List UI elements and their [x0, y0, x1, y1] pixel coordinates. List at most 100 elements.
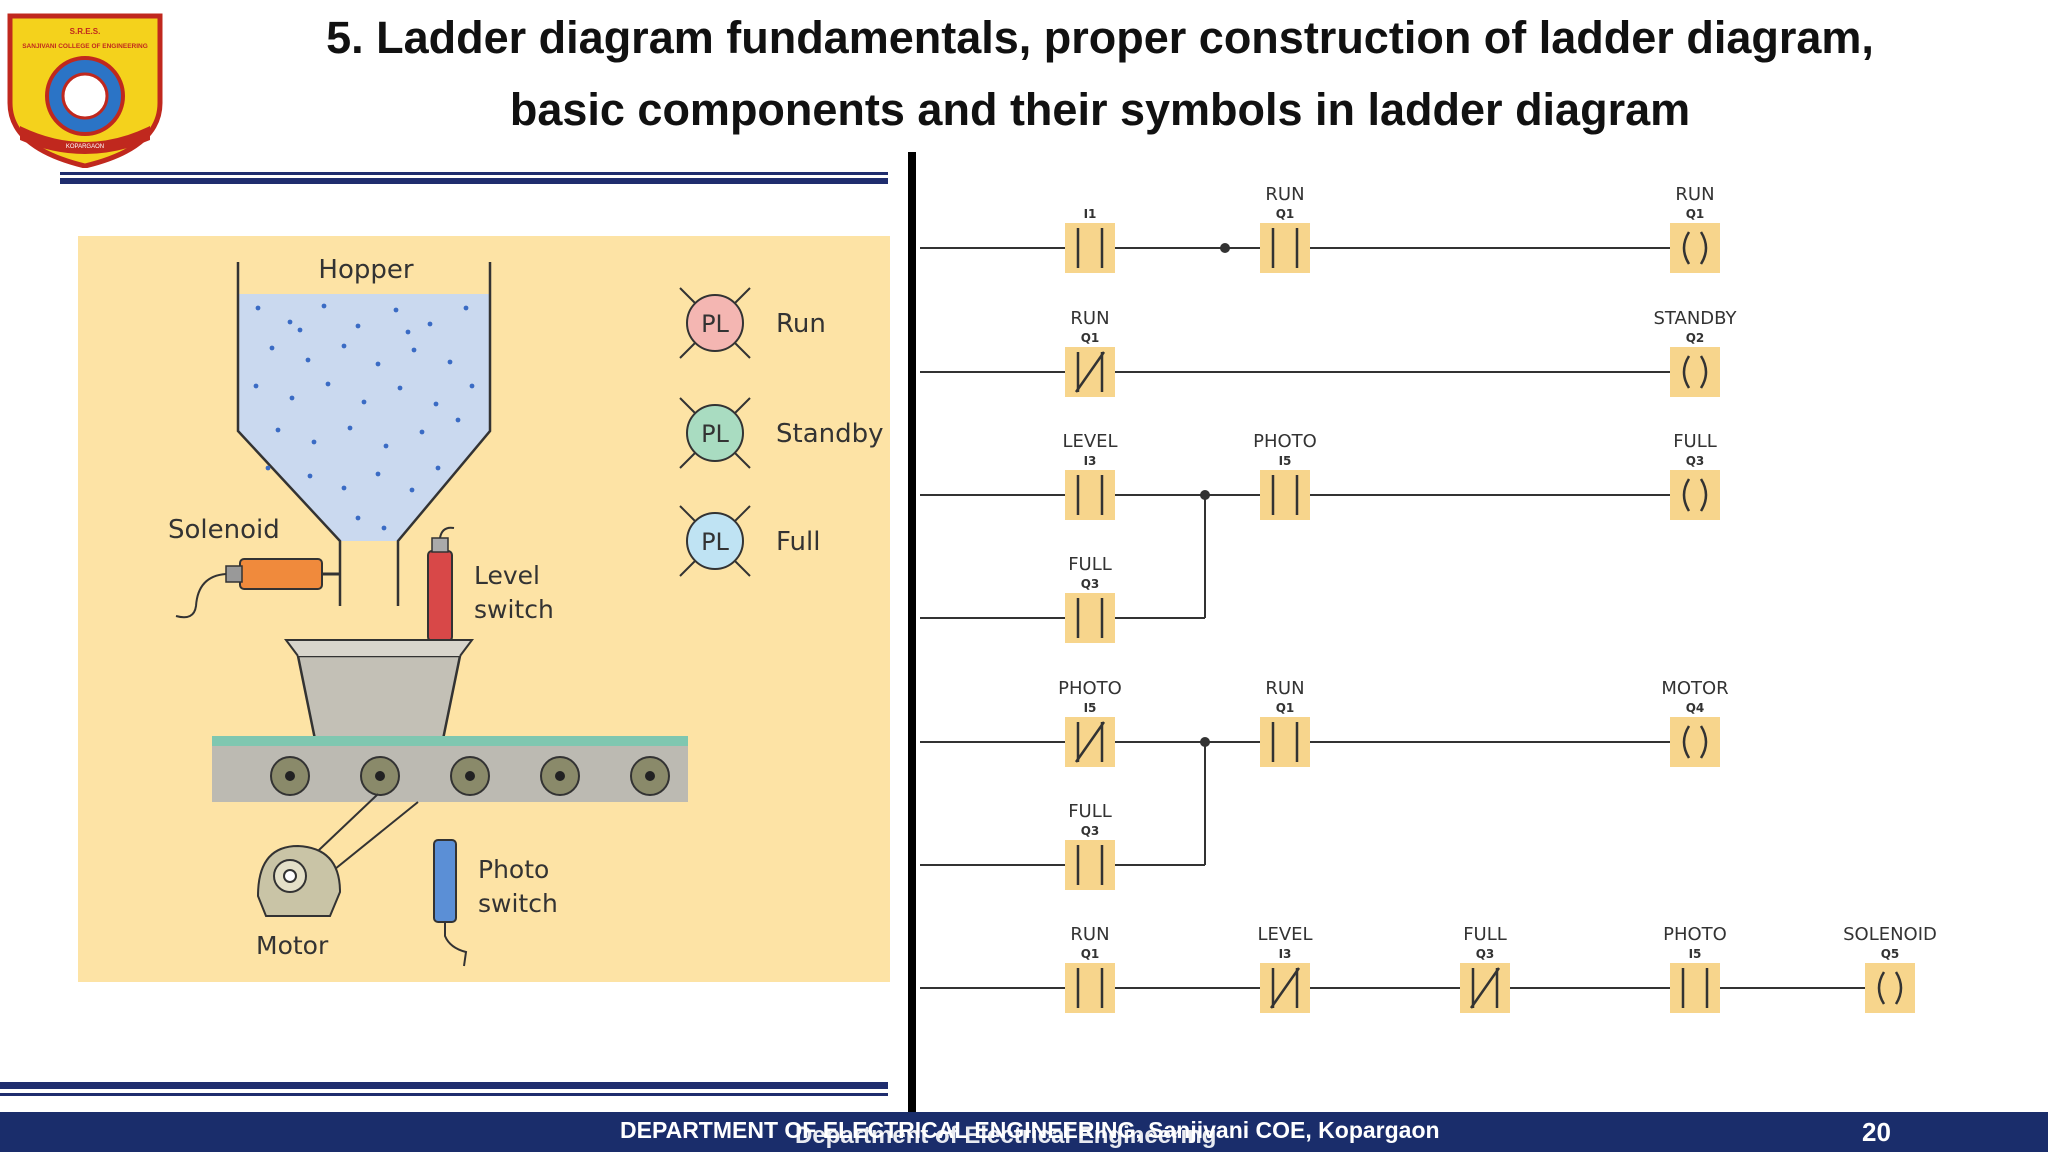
- coil-arc: [1682, 478, 1691, 512]
- junction-dot: [1220, 243, 1230, 253]
- slide-title: 5. Ladder diagram fundamentals, proper c…: [250, 2, 1950, 146]
- logo-line1: S.R.E.S.: [70, 27, 101, 36]
- contact-label: RUN: [1265, 678, 1304, 699]
- level-switch-label-2: switch: [474, 595, 554, 624]
- college-logo: S.R.E.S. SANJIVANI COLLEGE OF ENGINEERIN…: [7, 13, 163, 168]
- contact-address: I3: [1084, 454, 1097, 468]
- nc-slash: [1074, 721, 1106, 763]
- contact-bg: [1065, 470, 1115, 520]
- junction-dot: [1200, 737, 1210, 747]
- lamp-run-label: Run: [776, 309, 826, 339]
- logo-line3: KOPARGAON: [66, 144, 104, 150]
- footer-rule-thin: [0, 1093, 888, 1096]
- contact-label: RUN: [1265, 184, 1304, 205]
- contact-bg: [1260, 470, 1310, 520]
- coil-address: Q4: [1686, 701, 1705, 715]
- contact-label: LEVEL: [1062, 431, 1117, 452]
- coil-label: SOLENOID: [1843, 924, 1937, 945]
- coil-label: RUN: [1675, 184, 1714, 205]
- contact-label: FULL: [1068, 554, 1112, 575]
- contact-label: PHOTO: [1253, 431, 1317, 452]
- motor-label: Motor: [256, 931, 329, 960]
- contact-label: LEVEL: [1257, 924, 1312, 945]
- contact-address: Q3: [1081, 577, 1100, 591]
- nc-slash: [1269, 967, 1301, 1009]
- coil-address: Q1: [1686, 207, 1705, 221]
- ladder-diagram: I1RUNQ1RUNQ1RUNQ1STANDBYQ2LEVELI3PHOTOI5…: [920, 184, 1937, 1013]
- header-rule-thick: [60, 178, 888, 184]
- contact-label: RUN: [1070, 924, 1109, 945]
- coil-bg: [1865, 963, 1915, 1013]
- title-line-2: basic components and their symbols in la…: [509, 84, 1691, 135]
- coil-bg: [1670, 347, 1720, 397]
- title-line-1: 5. Ladder diagram fundamentals, proper c…: [326, 12, 1874, 63]
- coil-arc: [1682, 725, 1691, 759]
- coil-address: Q5: [1881, 947, 1900, 961]
- coil-arc: [1699, 478, 1708, 512]
- contact-bg: [1065, 223, 1115, 273]
- page-number: 20: [1862, 1117, 1891, 1147]
- nc-slash: [1074, 351, 1106, 393]
- contact-address: Q1: [1081, 331, 1100, 345]
- footer-overlay-text: Department of Electrical Engineering: [795, 1122, 1217, 1149]
- contact-address: Q1: [1276, 701, 1295, 715]
- lamp-standby-symbol: PL: [701, 420, 729, 448]
- nc-slash: [1469, 967, 1501, 1009]
- lamp-full-label: Full: [776, 527, 820, 557]
- header-rule-thin: [60, 172, 888, 175]
- contact-bg: [1260, 223, 1310, 273]
- lamp-run-symbol: PL: [701, 310, 729, 338]
- process-scene: Hopper Solenoid Level switch Motor Photo…: [78, 236, 890, 982]
- contact-address: Q1: [1081, 947, 1100, 961]
- contact-label: FULL: [1068, 801, 1112, 822]
- conveyor-rollers: [270, 756, 670, 796]
- coil-address: Q3: [1686, 454, 1705, 468]
- coil-label: STANDBY: [1653, 308, 1737, 329]
- hopper-granules: [253, 303, 475, 531]
- contact-address: Q1: [1276, 207, 1295, 221]
- coil-bg: [1670, 223, 1720, 273]
- coil-arc: [1682, 231, 1691, 265]
- contact-address: Q3: [1476, 947, 1495, 961]
- lamp-standby-label: Standby: [776, 419, 884, 449]
- coil-bg: [1670, 717, 1720, 767]
- contact-bg: [1065, 840, 1115, 890]
- contact-label: RUN: [1070, 308, 1109, 329]
- contact-address: I5: [1689, 947, 1702, 961]
- contact-label: FULL: [1463, 924, 1507, 945]
- coil-arc: [1894, 971, 1903, 1005]
- logo-line2: SANJIVANI COLLEGE OF ENGINEERING: [22, 43, 148, 50]
- lamp-run: PL Run: [679, 287, 826, 359]
- hopper-label: Hopper: [318, 255, 413, 285]
- footer-department: DEPARTMENT OF ELECTRICAL ENGINEERING, Sa…: [620, 1117, 1440, 1143]
- coil-arc: [1699, 725, 1708, 759]
- lamp-full: PL Full: [679, 505, 820, 577]
- lamp-standby: PL Standby: [679, 397, 884, 469]
- footer-rule-thick: [0, 1082, 888, 1089]
- coil-arc: [1699, 231, 1708, 265]
- junction-dot: [1200, 490, 1210, 500]
- footer-bar: [0, 1112, 2048, 1152]
- contact-address: I3: [1279, 947, 1292, 961]
- solenoid-label: Solenoid: [168, 515, 280, 545]
- coil-arc: [1682, 355, 1691, 389]
- contact-bg: [1670, 963, 1720, 1013]
- contact-address: I1: [1084, 207, 1097, 221]
- contact-address: I5: [1279, 454, 1292, 468]
- coil-arc: [1699, 355, 1708, 389]
- contact-address: Q3: [1081, 824, 1100, 838]
- lamp-full-symbol: PL: [701, 528, 729, 556]
- photo-switch-label-1: Photo: [478, 855, 549, 884]
- photo-switch-label-2: switch: [478, 889, 558, 918]
- coil-arc: [1877, 971, 1886, 1005]
- coil-label: MOTOR: [1661, 678, 1728, 699]
- coil-bg: [1670, 470, 1720, 520]
- contact-bg: [1065, 963, 1115, 1013]
- contact-address: I5: [1084, 701, 1097, 715]
- contact-bg: [1260, 717, 1310, 767]
- contact-bg: [1065, 593, 1115, 643]
- coil-address: Q2: [1686, 331, 1705, 345]
- contact-label: PHOTO: [1058, 678, 1122, 699]
- vertical-divider: [908, 152, 916, 1120]
- coil-label: FULL: [1673, 431, 1717, 452]
